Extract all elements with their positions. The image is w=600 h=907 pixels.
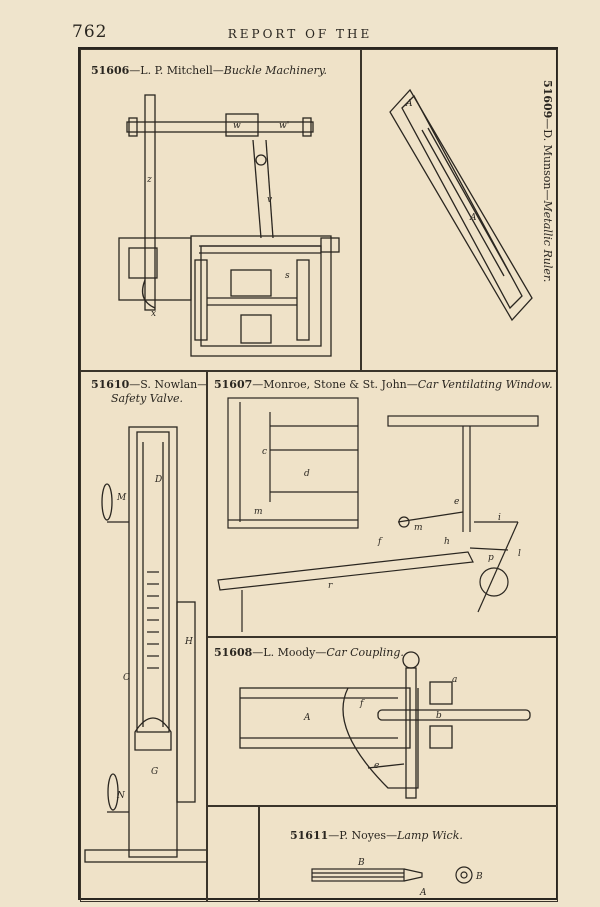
svg-text:r: r (328, 581, 333, 591)
svg-text:B: B (357, 858, 365, 868)
figure-safety-valve: 51610—S. Nowlan— Safety Valve. M D (80, 371, 207, 902)
figure-car-coupling: 51608—L. Moody—Car Coupling. a A f b e (207, 637, 558, 806)
svg-text:w: w (233, 121, 241, 131)
caption-lamp-wick: 51611—P. Noyes—Lamp Wick. (290, 829, 463, 842)
figure-car-ventilating-window: 51607—Monroe, Stone & St. John—Car Venti… (207, 371, 558, 637)
caption-safety-valve-inventor: 51610—S. Nowlan— (91, 378, 207, 391)
caption-metallic-ruler: 51609—D. Munson—Metallic Ruler. (541, 80, 554, 283)
svg-text:B: B (475, 872, 483, 882)
svg-text:x: x (151, 309, 156, 319)
svg-text:a: a (452, 675, 457, 685)
buckle-machinery-drawing: w w' z v s x (118, 94, 340, 357)
svg-text:e: e (454, 497, 459, 507)
figure-metallic-ruler: A A 51609—D. Munson—Metallic Ruler. (361, 49, 558, 371)
metallic-ruler-drawing: A A (389, 88, 533, 322)
svg-text:l: l (518, 549, 521, 559)
svg-text:N: N (116, 791, 126, 801)
svg-text:z: z (146, 175, 152, 185)
svg-text:A: A (303, 713, 311, 723)
svg-text:f: f (377, 537, 383, 547)
svg-text:H: H (184, 637, 193, 647)
svg-text:M: M (116, 493, 127, 503)
figure-buckle-machinery: 51606—L. P. Mitchell—Buckle Machinery. (80, 49, 361, 371)
blank-panel (207, 806, 259, 902)
car-ventilating-window-drawing: c d m f m h e i p l r (217, 397, 539, 632)
svg-text:A: A (405, 99, 413, 109)
figure-lamp-wick: 51611—P. Noyes—Lamp Wick. B A B (259, 806, 558, 902)
caption-car-coupling: 51608—L. Moody—Car Coupling. (214, 646, 404, 659)
car-coupling-drawing: a A f b e (239, 651, 531, 799)
svg-text:A: A (469, 213, 477, 223)
svg-text:m: m (414, 523, 423, 533)
svg-text:A: A (419, 888, 427, 898)
running-head: REPORT OF THE (227, 27, 373, 41)
caption-safety-valve-title: Safety Valve. (111, 392, 184, 405)
svg-text:m: m (254, 507, 263, 517)
svg-text:w': w' (279, 121, 289, 131)
patent-plate: 51606—L. P. Mitchell—Buckle Machinery. (78, 47, 558, 902)
page-number: 762 (72, 22, 108, 42)
svg-text:G: G (151, 767, 158, 777)
svg-text:C: C (123, 673, 130, 683)
svg-text:i: i (498, 513, 501, 523)
caption-car-ventilating-window: 51607—Monroe, Stone & St. John—Car Venti… (214, 378, 553, 391)
svg-text:D: D (154, 475, 162, 485)
svg-text:d: d (304, 469, 310, 479)
svg-text:c: c (262, 447, 267, 457)
safety-valve-drawing: M D C H G N (84, 426, 206, 863)
svg-text:h: h (444, 537, 450, 547)
caption-buckle-machinery: 51606—L. P. Mitchell—Buckle Machinery. (91, 64, 327, 77)
lamp-wick-drawing: B A B (311, 858, 483, 898)
svg-text:v: v (267, 195, 272, 205)
svg-text:f: f (359, 699, 365, 709)
svg-text:s: s (285, 271, 290, 281)
svg-text:e: e (374, 761, 379, 771)
svg-text:b: b (436, 711, 442, 721)
svg-text:p: p (488, 553, 494, 563)
